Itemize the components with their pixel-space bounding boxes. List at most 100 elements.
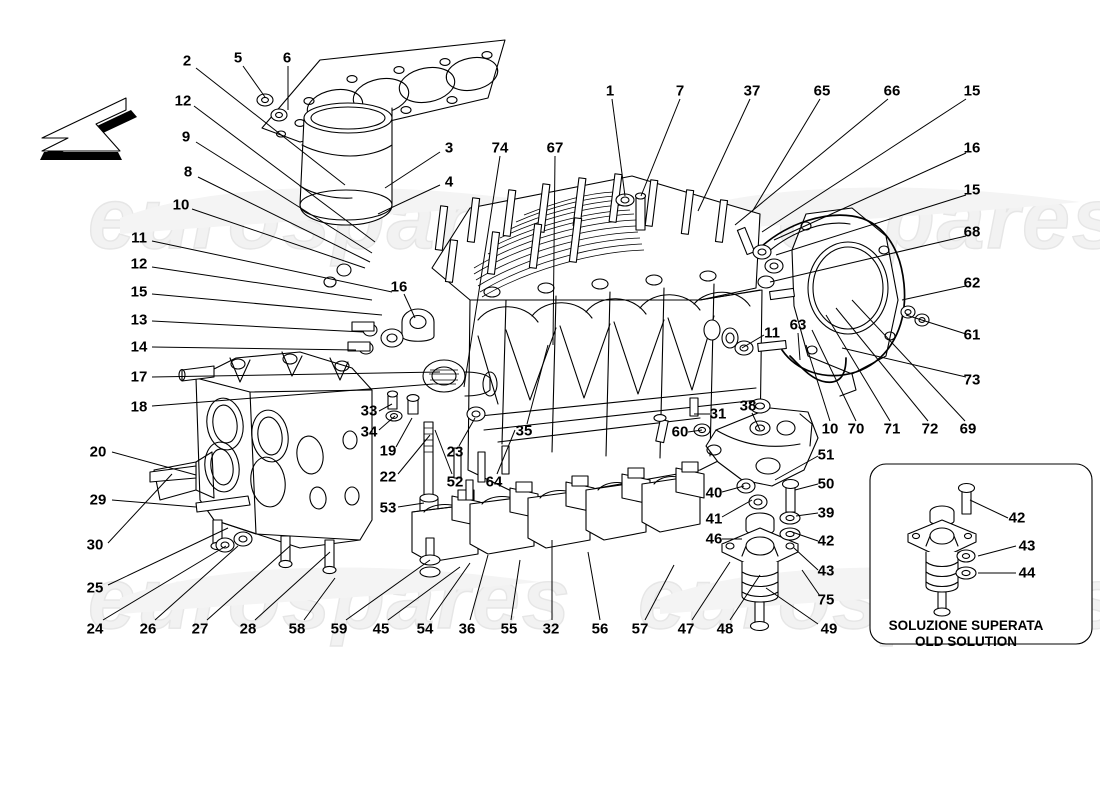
callout-number[interactable]: 18 [130, 398, 148, 416]
callout-number[interactable]: 23 [446, 443, 464, 461]
callout-number[interactable]: 11 [764, 324, 780, 342]
callout-number[interactable]: 9 [181, 128, 191, 146]
callout-number[interactable]: 10 [172, 196, 190, 214]
crankcase-main-body [431, 173, 763, 501]
inset-callout-number[interactable]: 43 [1018, 537, 1036, 555]
callout-number[interactable]: 19 [379, 442, 397, 460]
callout-number[interactable]: 30 [86, 536, 104, 554]
callout-number[interactable]: 64 [485, 473, 503, 491]
callout-number[interactable]: 37 [743, 82, 761, 100]
callout-number[interactable]: 6 [282, 49, 292, 67]
callout-number[interactable]: 3 [444, 139, 454, 157]
callout-number[interactable]: 5 [233, 49, 243, 67]
callout-number[interactable]: 69 [959, 420, 977, 438]
callout-number[interactable]: 24 [86, 620, 104, 638]
callout-number[interactable]: 10 [821, 420, 839, 438]
callout-number[interactable]: 45 [372, 620, 390, 638]
callout-number[interactable]: 8 [183, 163, 193, 181]
gasket-fasteners [256, 93, 288, 122]
leader-line [526, 344, 549, 425]
callout-number[interactable]: 16 [963, 139, 981, 157]
callout-number[interactable]: 13 [130, 311, 148, 329]
callout-number[interactable]: 41 [705, 510, 723, 528]
callout-number[interactable]: 15 [963, 181, 981, 199]
callout-number[interactable]: 65 [813, 82, 831, 100]
leader-line [901, 285, 967, 301]
callout-number[interactable]: 67 [546, 139, 564, 157]
callout-number[interactable]: 11 [131, 229, 147, 247]
leader-line [345, 559, 431, 621]
callout-number[interactable]: 56 [591, 620, 609, 638]
leader-line [841, 347, 967, 378]
callout-number[interactable]: 35 [515, 422, 533, 440]
callout-number[interactable]: 39 [817, 504, 835, 522]
callout-number[interactable]: 74 [491, 139, 509, 157]
leader-line [463, 155, 501, 388]
callout-number[interactable]: 54 [416, 620, 434, 638]
callout-number[interactable]: 15 [963, 82, 981, 100]
callout-number[interactable]: 62 [963, 274, 981, 292]
callout-number[interactable]: 61 [963, 326, 981, 344]
callout-number[interactable]: 46 [705, 530, 723, 548]
callout-number[interactable]: 12 [130, 255, 148, 273]
callout-number[interactable]: 55 [500, 620, 518, 638]
callout-number[interactable]: 70 [847, 420, 865, 438]
callout-number[interactable]: 16 [390, 278, 408, 296]
callout-number[interactable]: 51 [817, 446, 835, 464]
callout-number[interactable]: 2 [182, 52, 192, 70]
callout-number[interactable]: 22 [379, 468, 397, 486]
leader-line [801, 569, 821, 597]
rear-cover-flange [761, 207, 930, 397]
leader-line [510, 559, 521, 621]
inset-callout-number[interactable]: 42 [1008, 509, 1026, 527]
callout-number[interactable]: 52 [446, 473, 464, 491]
callout-number[interactable]: 28 [239, 620, 257, 638]
callout-number[interactable]: 43 [817, 562, 835, 580]
leader-line [761, 98, 967, 233]
callout-number[interactable]: 71 [883, 420, 901, 438]
callout-number[interactable]: 1 [605, 82, 615, 100]
callout-number[interactable]: 7 [675, 82, 685, 100]
callout-number[interactable]: 49 [820, 620, 838, 638]
callout-number[interactable]: 66 [883, 82, 901, 100]
callout-number[interactable]: 59 [330, 620, 348, 638]
callout-number[interactable]: 34 [360, 423, 378, 441]
callout-number[interactable]: 14 [130, 338, 148, 356]
callout-number[interactable]: 27 [191, 620, 209, 638]
leader-line [687, 429, 703, 433]
callout-number[interactable]: 33 [360, 402, 378, 420]
inset-caption: SOLUZIONE SUPERATA OLD SOLUTION [889, 618, 1044, 651]
callout-number[interactable]: 53 [379, 499, 397, 517]
callout-number[interactable]: 75 [817, 591, 835, 609]
callout-number[interactable]: 63 [789, 316, 807, 334]
callout-number[interactable]: 68 [963, 223, 981, 241]
callout-number[interactable]: 31 [709, 405, 727, 423]
callout-number[interactable]: 50 [817, 475, 835, 493]
callout-number[interactable]: 32 [542, 620, 560, 638]
callout-number[interactable]: 60 [671, 423, 689, 441]
callout-number[interactable]: 17 [130, 368, 148, 386]
callout-number[interactable]: 15 [130, 283, 148, 301]
callout-number[interactable]: 42 [817, 532, 835, 550]
callout-number[interactable]: 12 [174, 92, 192, 110]
callout-number[interactable]: 25 [86, 579, 104, 597]
callout-number[interactable]: 36 [458, 620, 476, 638]
leader-line [552, 155, 556, 346]
callout-number[interactable]: 4 [444, 173, 454, 191]
callout-number[interactable]: 72 [921, 420, 939, 438]
callout-number[interactable]: 57 [631, 620, 649, 638]
callout-number[interactable]: 47 [677, 620, 695, 638]
callout-number[interactable]: 26 [139, 620, 157, 638]
callout-number[interactable]: 40 [705, 484, 723, 502]
inset-callout-number[interactable]: 44 [1018, 564, 1036, 582]
callout-number[interactable]: 38 [739, 397, 757, 415]
engine-mount-assembly [721, 478, 801, 632]
callout-number[interactable]: 48 [716, 620, 734, 638]
callout-number[interactable]: 73 [963, 371, 981, 389]
leader-line [377, 184, 441, 215]
callout-number[interactable]: 20 [89, 443, 107, 461]
callout-number[interactable]: 58 [288, 620, 306, 638]
callout-number[interactable]: 29 [89, 491, 107, 509]
leader-line [797, 332, 801, 361]
